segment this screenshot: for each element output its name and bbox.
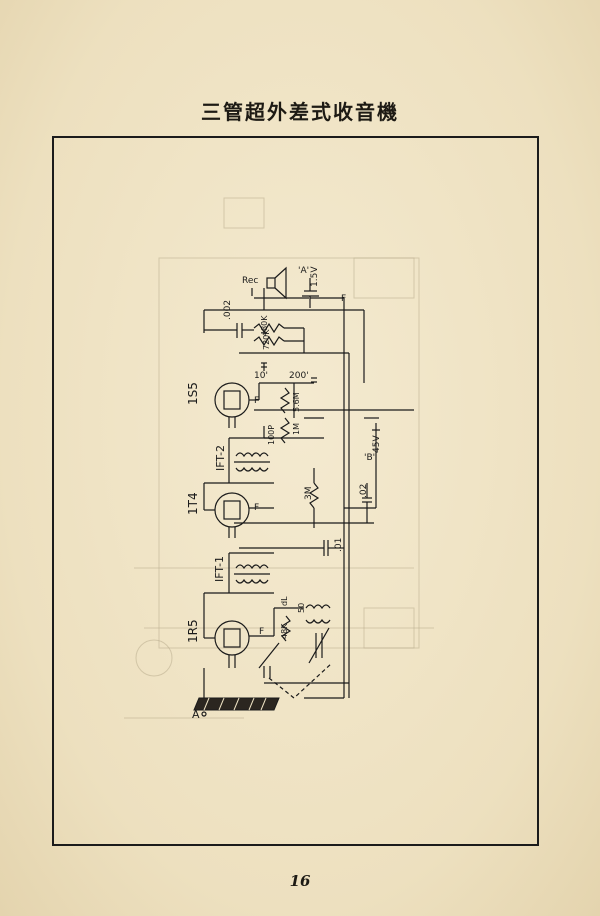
ift-2-transformer-symbol	[228, 437, 274, 484]
label-f-1t4: F	[254, 503, 259, 513]
label-tube-1r5: 1R5	[186, 619, 200, 643]
label-battery-a: 'A'	[298, 266, 309, 276]
label-f-1s5: F	[254, 396, 259, 406]
label-c-10: 10'	[254, 371, 268, 381]
battery-a-symbol	[302, 278, 344, 308]
label-tube-1s5: 1S5	[186, 382, 200, 405]
label-r-48k: 48K	[280, 623, 289, 639]
tube-1s5-symbol	[214, 382, 295, 428]
label-battery-b-volt: 45V	[372, 435, 382, 453]
schematic-diagram: .002 480K 720K 10' 200' 5.6M 1M 100P 3M …	[124, 197, 434, 721]
label-c-01: .01	[334, 538, 344, 552]
label-r-3m: 3M	[304, 487, 314, 501]
label-tube-1t4: 1T4	[186, 492, 200, 515]
bleed-through-marks	[124, 197, 434, 719]
ift-1-transformer-symbol	[203, 552, 274, 618]
label-r-5-6m: 5.6M	[292, 392, 301, 412]
label-r-720k: 720K	[262, 329, 271, 350]
page-number: 16	[289, 872, 311, 890]
coupling-cap-01	[239, 540, 344, 556]
label-c-02: .02	[359, 484, 369, 498]
label-c-200: 200'	[289, 371, 309, 381]
battery-b-symbol	[344, 417, 380, 509]
label-c-50: 50	[297, 603, 306, 613]
label-r-480k: 480K	[260, 315, 269, 336]
diagram-frame	[52, 136, 539, 846]
label-battery-a-volt: 1.5V	[310, 266, 320, 287]
label-c-100p: 100P	[267, 425, 276, 445]
tube-1t4-symbol	[203, 468, 374, 538]
label-f-top: F	[341, 294, 346, 304]
detector-network	[254, 377, 414, 444]
label-c-002: .002	[223, 300, 233, 320]
label-c-dl: dL	[280, 596, 289, 606]
label-ift-2: IFT-2	[214, 445, 227, 471]
label-r-1m: 1M	[292, 423, 301, 435]
antenna-loop-coil	[193, 668, 280, 717]
label-f-1r5: F	[259, 627, 264, 637]
tube-1r5-symbol	[203, 604, 349, 699]
page-title: 三管超外差式收音機	[201, 100, 399, 124]
label-rec: Rec	[242, 276, 258, 286]
label-battery-b: 'B'	[364, 453, 375, 463]
label-ift-1: IFT-1	[213, 556, 226, 582]
label-antenna: A	[192, 708, 200, 721]
